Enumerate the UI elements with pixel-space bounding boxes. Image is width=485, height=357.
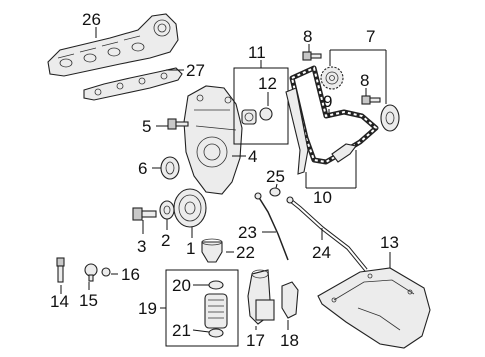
callout-2: 2: [161, 231, 170, 250]
callout-22: 22: [236, 243, 255, 262]
crank-seal-part: [160, 156, 180, 180]
oil-filter-element-part: [204, 293, 228, 329]
callout-12: 12: [258, 74, 277, 93]
callout-15: 15: [79, 291, 98, 310]
tensioner-part: [241, 109, 257, 125]
callout-8-upper: 8: [303, 27, 312, 46]
cam-sprocket-upper-part: [320, 66, 344, 90]
chain-guide-part: [285, 87, 357, 175]
callout-8-lower: 8: [360, 71, 369, 90]
callout-16: 16: [121, 265, 140, 284]
callout-7: 7: [366, 27, 375, 46]
timing-chain-part: [289, 65, 379, 165]
callout-20: 20: [172, 276, 191, 295]
drain-stud-part: [56, 257, 65, 283]
crank-pulley-part: [173, 188, 207, 228]
sprocket-bolt-upper-part: [302, 51, 322, 61]
filter-seal-lower-part: [208, 328, 224, 338]
callout-26: 26: [82, 10, 101, 29]
tensioner-gasket-part: [259, 107, 273, 121]
oil-pan-part: [317, 267, 431, 349]
callout-labels: 26 27 11 12 8 7 8 9 5 4 6 25 10 3 2 1 23…: [50, 10, 399, 350]
pulley-washer-part: [159, 200, 175, 220]
housing-gasket-part: [281, 281, 299, 319]
leader-lines: [60, 27, 391, 333]
filter-adapter-part: [201, 238, 223, 263]
callout-27: 27: [186, 61, 205, 80]
callout-14: 14: [50, 292, 69, 311]
callout-23: 23: [238, 223, 257, 242]
callout-6: 6: [138, 159, 147, 178]
callout-24: 24: [312, 243, 331, 262]
callout-17: 17: [246, 331, 265, 350]
drain-washer-part: [101, 267, 111, 277]
callout-18: 18: [280, 331, 299, 350]
timing-cover-part: [183, 85, 243, 195]
intake-manifold-part: [47, 13, 179, 77]
callout-4: 4: [248, 147, 257, 166]
callout-11: 11: [248, 43, 266, 62]
callout-13: 13: [380, 233, 399, 252]
sprocket-bolt-lower-part: [361, 95, 381, 105]
manifold-gasket-part: [83, 67, 183, 101]
callout-9: 9: [323, 92, 332, 111]
callout-3: 3: [137, 237, 146, 256]
callout-19: 19: [138, 299, 157, 318]
dipstick-part: [254, 192, 289, 261]
filter-housing-part: [247, 269, 275, 325]
callout-25: 25: [266, 167, 285, 186]
callout-10: 10: [313, 188, 332, 207]
crank-bolt-part: [132, 207, 157, 221]
drain-plug-part: [84, 263, 98, 282]
callout-5: 5: [142, 117, 151, 136]
cover-bolt-part: [167, 118, 189, 130]
callout-21: 21: [172, 321, 191, 340]
dipstick-oring-part: [269, 187, 281, 197]
callout-1: 1: [186, 239, 195, 258]
filter-seal-upper-part: [208, 280, 224, 290]
cam-sprocket-lower-part: [380, 104, 400, 132]
